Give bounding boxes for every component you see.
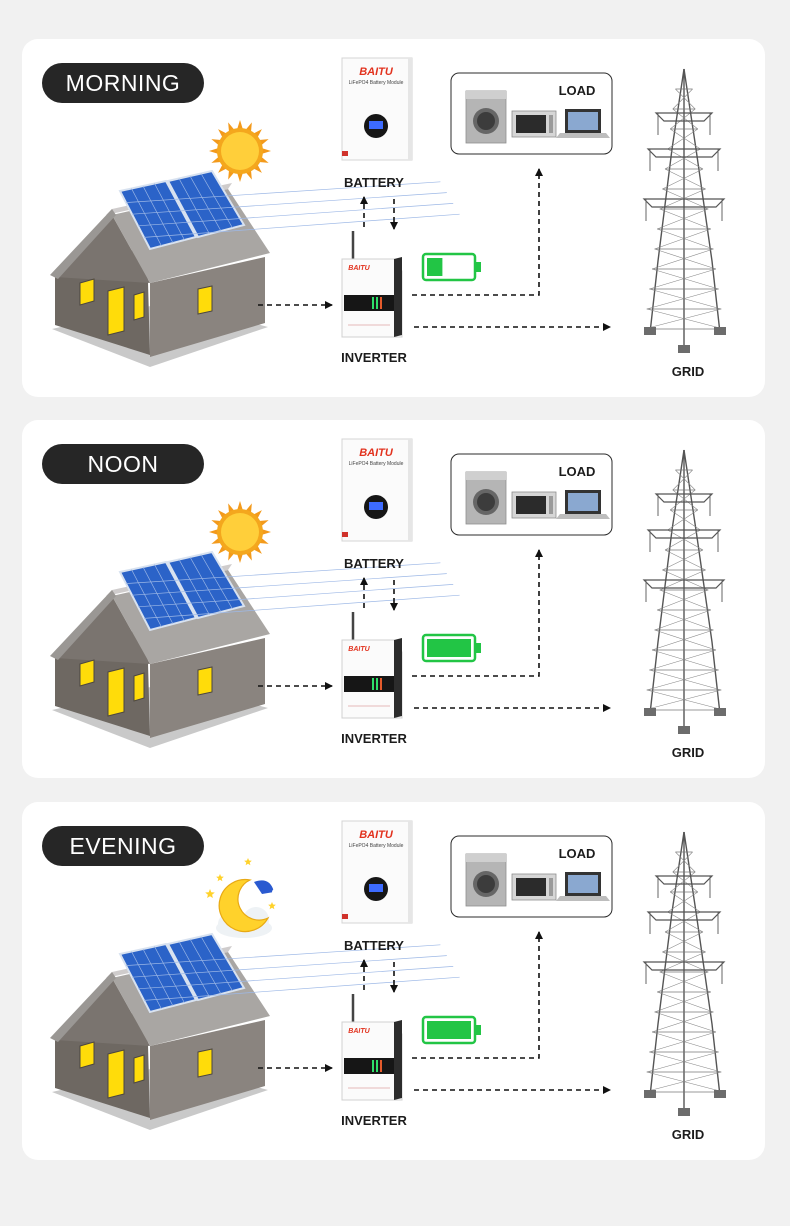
time-label-pill: MORNING [42, 63, 204, 103]
grid-label: GRID [671, 745, 705, 760]
grid-label: GRID [671, 1127, 705, 1142]
panel-evening: EVENING BAITU LiFePO4 Battery Module BAI… [22, 802, 765, 1160]
laptop-icon [556, 109, 610, 138]
inverter-label: INVERTER [341, 731, 407, 746]
microwave-icon [511, 873, 557, 901]
panel-diagram [50, 57, 726, 367]
inverter-label: INVERTER [341, 350, 407, 365]
laptop-icon [556, 490, 610, 519]
battery-module-text: LiFePO4 Battery Module [348, 843, 404, 849]
battery-brand-text: BAITU [359, 447, 393, 459]
washing-machine-icon [465, 471, 507, 525]
star-icon [244, 858, 252, 866]
inverter-icon [341, 994, 403, 1101]
moon-icon [205, 858, 278, 938]
laptop-icon [556, 872, 610, 901]
star-icon [205, 889, 215, 898]
inverter-brand-text: BAITU [348, 646, 370, 653]
battery-charge-icon [421, 1015, 481, 1045]
battery-brand-text: BAITU [359, 829, 393, 841]
inverter-icon [341, 231, 403, 338]
grid-tower-icon [642, 831, 726, 1116]
battery-charge-icon [421, 633, 481, 663]
battery-charge-fill [427, 639, 471, 657]
panel-diagram [50, 438, 726, 748]
time-label-pill: NOON [42, 444, 204, 484]
house-solar-icon [50, 932, 460, 1130]
arrow-inverter-to-load [412, 168, 543, 296]
panel-morning: MORNING BAITU LiFePO4 Battery Module BAI… [22, 39, 765, 397]
battery-module-text: LiFePO4 Battery Module [348, 461, 404, 467]
arrow-inverter-to-load [412, 931, 543, 1059]
battery-module-icon [341, 57, 413, 161]
washing-machine-icon [465, 90, 507, 144]
battery-brand-text: BAITU [359, 66, 393, 78]
star-icon [268, 902, 276, 910]
grid-tower-icon [642, 449, 726, 734]
microwave-icon [511, 491, 557, 519]
panel-diagram [50, 820, 726, 1130]
star-icon [216, 874, 224, 882]
house-solar-icon [50, 169, 460, 367]
load-label: LOAD [558, 846, 596, 861]
sun-icon [209, 120, 271, 182]
battery-module-icon [341, 438, 413, 542]
time-label-pill: EVENING [42, 826, 204, 866]
grid-tower-icon [642, 68, 726, 353]
battery-label: BATTERY [344, 938, 404, 953]
inverter-label: INVERTER [341, 1113, 407, 1128]
battery-charge-fill [427, 258, 443, 276]
washing-machine-icon [465, 853, 507, 907]
inverter-brand-text: BAITU [348, 1028, 370, 1035]
battery-label: BATTERY [344, 556, 404, 571]
sun-icon [209, 501, 271, 563]
house-solar-icon [50, 550, 460, 748]
inverter-brand-text: BAITU [348, 265, 370, 272]
battery-module-text: LiFePO4 Battery Module [348, 80, 404, 86]
inverter-icon [341, 612, 403, 719]
battery-label: BATTERY [344, 175, 404, 190]
battery-charge-icon [421, 252, 481, 282]
load-label: LOAD [558, 464, 596, 479]
panel-noon: NOON BAITU LiFePO4 Battery Module BAITU … [22, 420, 765, 778]
microwave-icon [511, 110, 557, 138]
arrow-inverter-to-load [412, 549, 543, 677]
load-label: LOAD [558, 83, 596, 98]
battery-charge-fill [427, 1021, 471, 1039]
grid-label: GRID [671, 364, 705, 379]
battery-module-icon [341, 820, 413, 924]
